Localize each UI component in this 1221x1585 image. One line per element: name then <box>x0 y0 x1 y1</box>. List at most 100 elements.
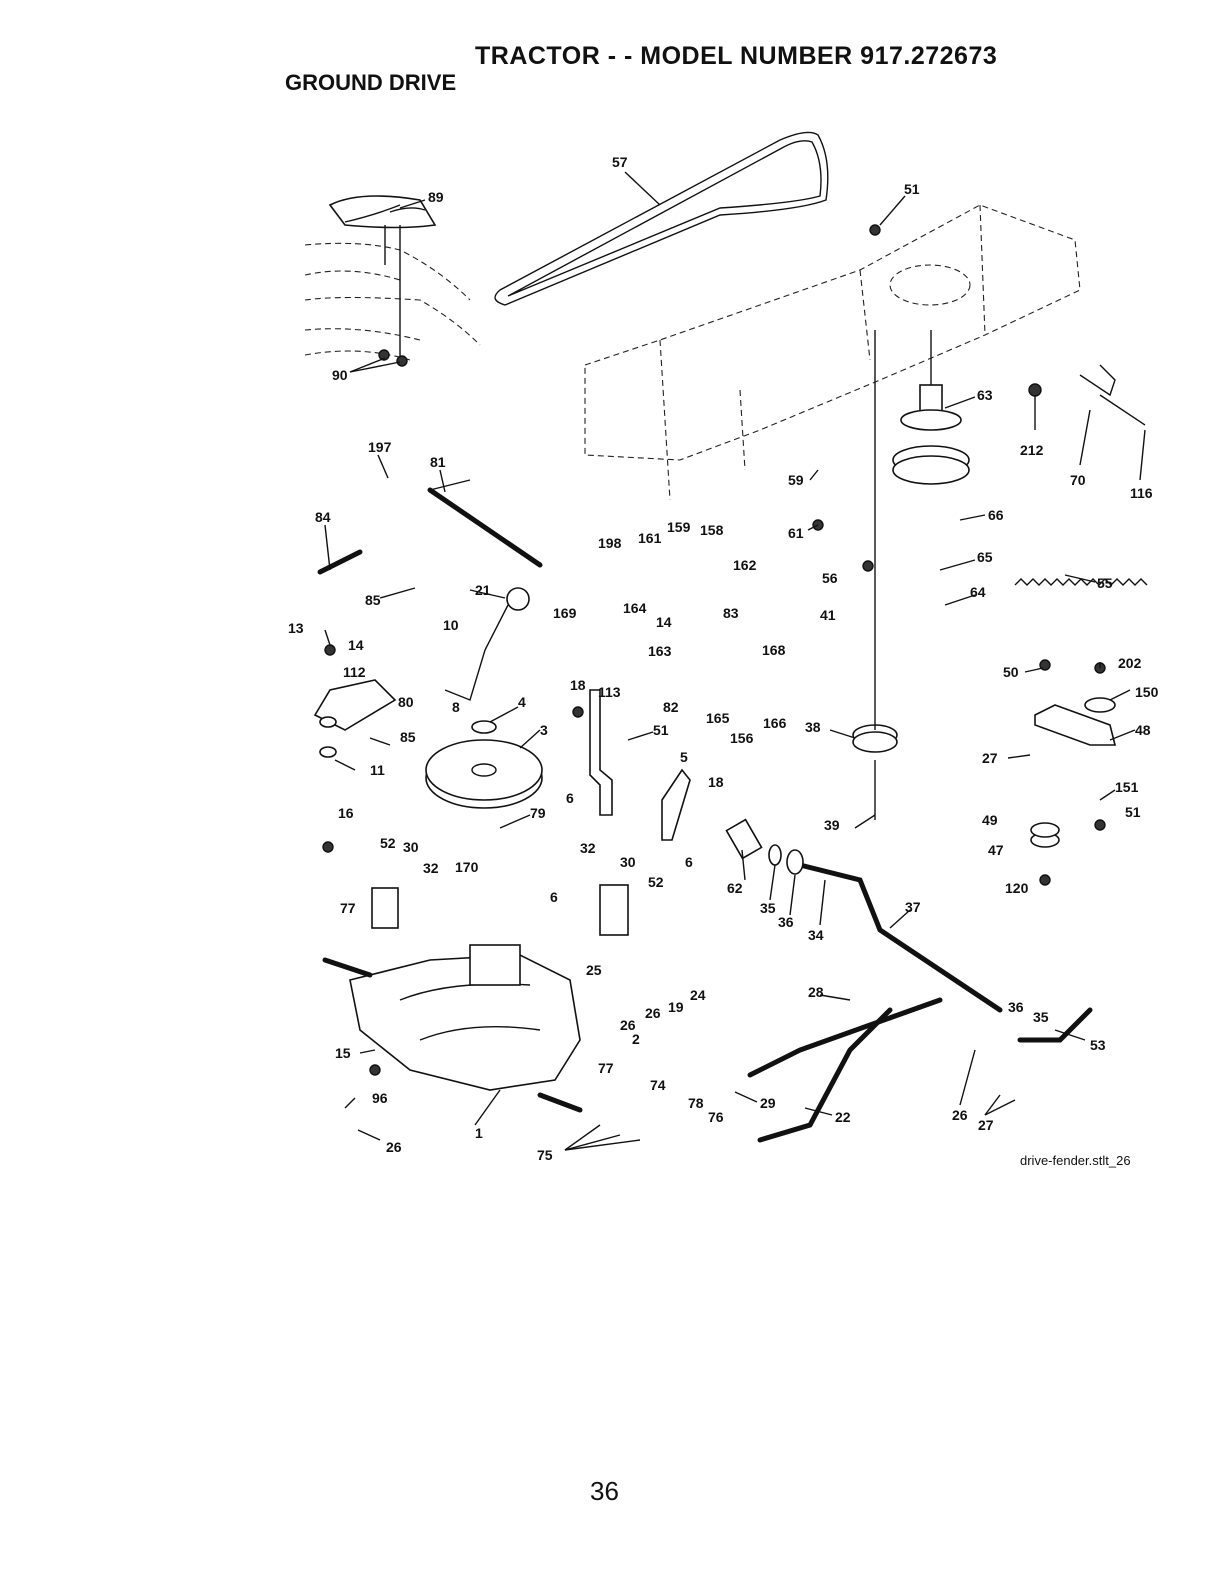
callout-81: 81 <box>430 454 446 470</box>
callout-39: 39 <box>824 817 840 833</box>
drive-belt <box>494 131 829 306</box>
file-reference: drive-fender.stlt_26 <box>1020 1153 1131 1168</box>
callout-85: 85 <box>365 592 381 608</box>
callout-62: 62 <box>727 880 743 896</box>
callout-197: 197 <box>368 439 392 455</box>
callout-85: 85 <box>400 729 416 745</box>
callout-64: 64 <box>970 584 986 600</box>
callout-66: 66 <box>988 507 1004 523</box>
callout-28: 28 <box>808 984 824 1000</box>
callout-164: 164 <box>623 600 647 616</box>
callout-11: 11 <box>370 762 385 778</box>
callout-82: 82 <box>663 699 679 715</box>
callout-49: 49 <box>982 812 998 828</box>
callout-1: 1 <box>475 1125 483 1141</box>
callout-59: 59 <box>788 472 804 488</box>
callout-158: 158 <box>700 522 724 538</box>
callout-90: 90 <box>332 367 348 383</box>
callout-112: 112 <box>343 664 366 680</box>
fender <box>304 195 481 367</box>
callout-14: 14 <box>656 614 672 630</box>
callout-50: 50 <box>1003 664 1019 680</box>
callout-80: 80 <box>398 694 414 710</box>
callout-14: 14 <box>348 637 364 653</box>
callout-51: 51 <box>653 722 669 738</box>
page-title: TRACTOR - - MODEL NUMBER 917.272673 <box>475 42 998 70</box>
callout-34: 34 <box>808 927 824 943</box>
callout-35: 35 <box>760 900 776 916</box>
callout-65: 65 <box>977 549 993 565</box>
callout-52: 52 <box>648 874 664 890</box>
callout-38: 38 <box>805 719 821 735</box>
callout-37: 37 <box>905 899 921 915</box>
callout-16: 16 <box>338 805 354 821</box>
callout-26: 26 <box>645 1005 661 1021</box>
callout-84: 84 <box>315 509 331 525</box>
callout-36: 36 <box>778 914 794 930</box>
callout-113: 113 <box>598 684 621 700</box>
callout-159: 159 <box>667 519 691 535</box>
callout-47: 47 <box>988 842 1004 858</box>
callout-32: 32 <box>423 860 439 876</box>
callout-53: 53 <box>1090 1037 1106 1053</box>
callout-18: 18 <box>570 677 586 693</box>
callout-168: 168 <box>762 642 786 658</box>
callout-24: 24 <box>690 987 706 1003</box>
callout-79: 79 <box>530 805 546 821</box>
shift-lever <box>444 587 530 701</box>
callout-5: 5 <box>680 749 688 765</box>
callout-8: 8 <box>452 699 460 715</box>
callout-6: 6 <box>685 854 693 870</box>
callout-161: 161 <box>638 530 662 546</box>
callout-48: 48 <box>1135 722 1151 738</box>
callout-96: 96 <box>372 1090 388 1106</box>
callout-18: 18 <box>708 774 724 790</box>
callout-30: 30 <box>403 839 419 855</box>
callout-52: 52 <box>380 835 396 851</box>
callout-162: 162 <box>733 557 757 573</box>
callout-22: 22 <box>835 1109 851 1125</box>
callout-26: 26 <box>952 1107 968 1123</box>
callout-165: 165 <box>706 710 730 726</box>
transaxle <box>322 944 583 1113</box>
hardware <box>319 224 1106 1076</box>
callout-15: 15 <box>335 1045 351 1061</box>
section-subtitle: GROUND DRIVE <box>285 70 457 95</box>
callout-76: 76 <box>708 1109 724 1125</box>
callout-51: 51 <box>1125 804 1141 820</box>
callout-56: 56 <box>822 570 838 586</box>
callout-6: 6 <box>566 790 574 806</box>
callout-75: 75 <box>537 1147 553 1163</box>
transaxle-pulley <box>425 720 543 809</box>
idler-pulley <box>852 330 898 820</box>
callout-202: 202 <box>1118 655 1142 671</box>
callout-26: 26 <box>620 1017 636 1033</box>
callout-63: 63 <box>977 387 993 403</box>
callout-169: 169 <box>553 605 577 621</box>
callout-77: 77 <box>598 1060 614 1076</box>
callout-6: 6 <box>550 889 558 905</box>
callout-13: 13 <box>288 620 304 636</box>
callout-170: 170 <box>455 859 479 875</box>
callout-83: 83 <box>723 605 739 621</box>
callout-150: 150 <box>1135 684 1159 700</box>
callout-74: 74 <box>650 1077 666 1093</box>
callout-70: 70 <box>1070 472 1086 488</box>
callout-36: 36 <box>1008 999 1024 1015</box>
callout-27: 27 <box>982 750 998 766</box>
callout-78: 78 <box>688 1095 704 1111</box>
callout-10: 10 <box>443 617 459 633</box>
tractor-frame <box>584 204 1081 501</box>
callout-57: 57 <box>612 154 628 170</box>
callout-27: 27 <box>978 1117 994 1133</box>
callout-77: 77 <box>340 900 356 916</box>
callout-3: 3 <box>540 722 548 738</box>
callout-55: 55 <box>1097 575 1113 591</box>
callout-51: 51 <box>904 181 920 197</box>
callout-120: 120 <box>1005 880 1029 896</box>
callout-4: 4 <box>518 694 526 710</box>
page-number: 36 <box>590 1476 619 1506</box>
callout-32: 32 <box>580 840 596 856</box>
leader-lines <box>324 171 1146 1151</box>
